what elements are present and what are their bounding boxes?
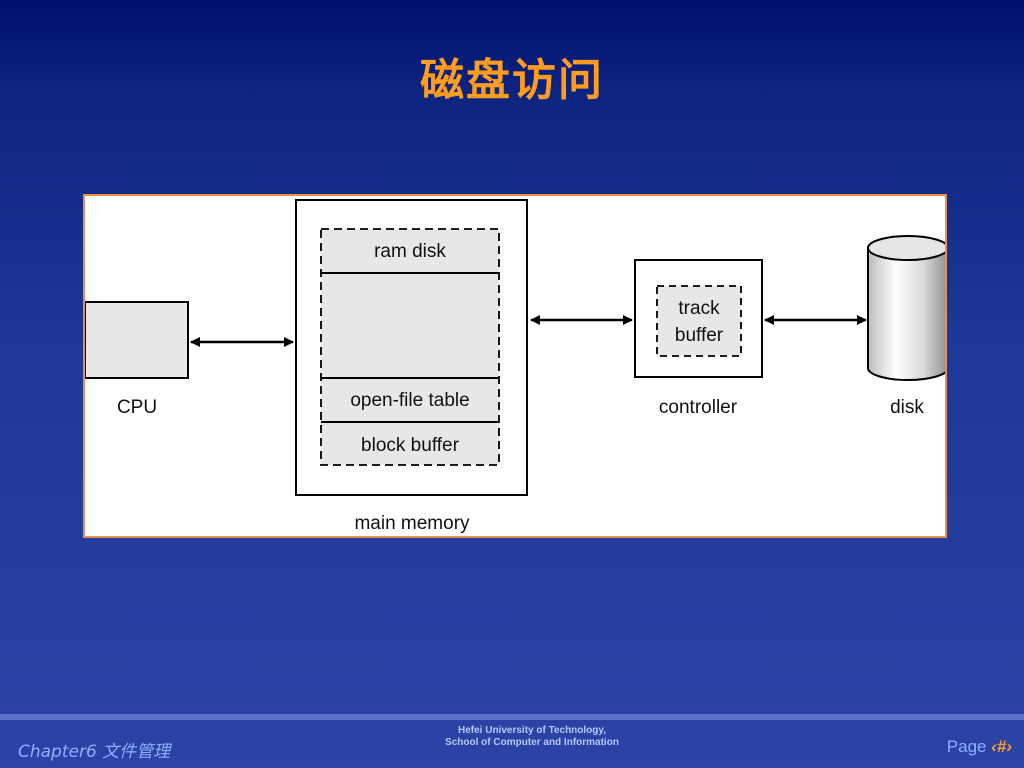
footer-divider — [0, 714, 1024, 720]
university-credit: Hefei University of Technology, School o… — [362, 725, 702, 749]
track-buffer-box — [656, 285, 742, 357]
university-line-1: Hefei University of Technology, — [458, 725, 606, 736]
block-buffer-label: block buffer — [361, 435, 460, 456]
disk-cylinder — [867, 235, 945, 381]
memory-region-fill — [321, 229, 499, 465]
track-buffer-label-line1: track — [678, 298, 720, 319]
slide-title: 磁盘访问 — [420, 55, 604, 106]
open-file-table-label: open-file table — [350, 390, 469, 411]
memory-region-outline — [320, 228, 500, 466]
page-number: ‹#› — [991, 737, 1012, 756]
disk-label: disk — [890, 397, 924, 418]
cpu-label: CPU — [117, 397, 157, 418]
main-memory-label: main memory — [354, 513, 470, 534]
track-buffer-label-line2: buffer — [675, 325, 724, 346]
diagram-panel: CPU main memory ram disk open-file table… — [83, 194, 947, 538]
page-label: Page — [946, 737, 987, 756]
university-line-2: School of Computer and Information — [445, 737, 619, 748]
cpu-box — [85, 301, 189, 379]
controller-label: controller — [659, 397, 738, 418]
chapter-label: Chapter6 文件管理 — [18, 742, 171, 762]
ram-disk-label: ram disk — [374, 241, 446, 262]
page-indicator: Page ‹#› — [947, 737, 1012, 757]
disk-access-diagram: CPU main memory ram disk open-file table… — [85, 199, 945, 534]
